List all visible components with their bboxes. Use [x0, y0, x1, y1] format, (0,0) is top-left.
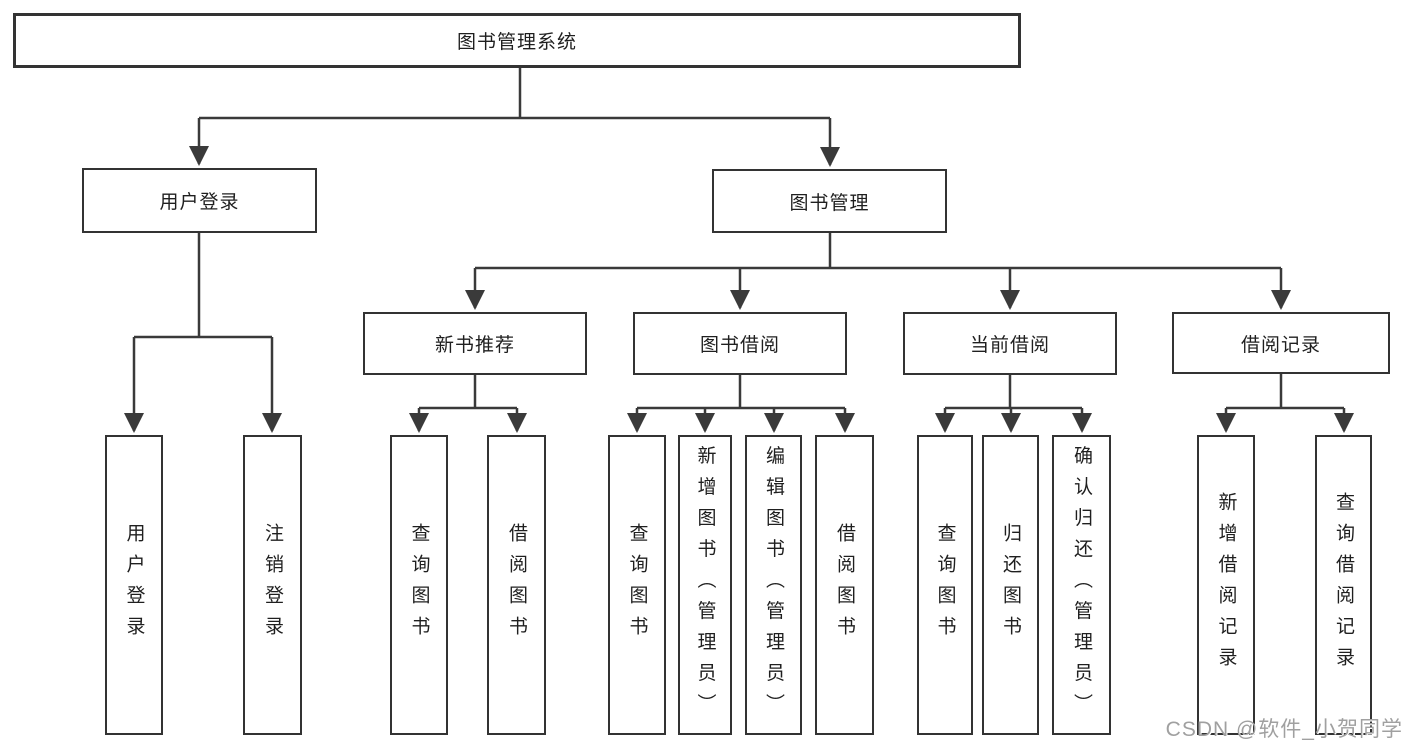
leaf-logout: 注销登录 [243, 435, 302, 735]
node-label: 当前借阅 [969, 335, 1050, 356]
leaf-label: 借阅图书 [834, 523, 855, 647]
leaf-query-books-current: 查询图书 [917, 435, 973, 735]
leaf-add-books-admin: 新增图书（管理员） [678, 435, 732, 735]
node-label: 用户登录 [159, 192, 240, 213]
node-label: 图书管理 [789, 192, 870, 214]
node-user-login: 用户登录 [82, 168, 317, 233]
leaf-label: 用户登录 [123, 523, 145, 647]
node-book-management: 图书管理 [712, 169, 947, 233]
leaf-borrow-books: 借阅图书 [815, 435, 874, 735]
leaf-return-books: 归还图书 [982, 435, 1039, 735]
leaf-label: 注销登录 [262, 523, 283, 647]
node-label: 借阅记录 [1240, 334, 1321, 356]
leaf-query-books-recommend: 查询图书 [390, 435, 448, 735]
node-label: 图书借阅 [699, 335, 780, 356]
leaf-borrow-books-recommend: 借阅图书 [487, 435, 546, 735]
leaf-label: 借阅图书 [506, 523, 527, 647]
leaf-confirm-return-admin: 确认归还（管理员） [1052, 435, 1111, 735]
leaf-add-borrow-record: 新增借阅记录 [1197, 435, 1255, 735]
leaf-label: 查询图书 [626, 523, 648, 647]
node-library-system: 图书管理系统 [13, 13, 1021, 68]
node-label: 图书管理系统 [456, 32, 577, 53]
connector-lines [134, 68, 1344, 410]
leaf-label: 编辑图书（管理员） [763, 445, 784, 725]
leaf-label: 查询图书 [934, 523, 956, 647]
leaf-label: 新增图书（管理员） [694, 445, 716, 725]
leaf-query-borrow-record: 查询借阅记录 [1315, 435, 1372, 735]
leaf-label: 确认归还（管理员） [1071, 445, 1092, 725]
csdn-watermark: CSDN @软件_小贺同学 [1165, 718, 1403, 741]
leaf-user-login: 用户登录 [105, 435, 163, 735]
leaf-label: 归还图书 [1000, 523, 1021, 647]
leaf-query-books-borrow: 查询图书 [608, 435, 666, 735]
leaf-label: 查询图书 [408, 523, 430, 647]
leaf-label: 新增借阅记录 [1215, 492, 1237, 678]
node-current-borrow: 当前借阅 [903, 312, 1117, 375]
node-label: 新书推荐 [434, 335, 515, 356]
leaf-label: 查询借阅记录 [1333, 492, 1354, 678]
node-book-borrow: 图书借阅 [633, 312, 847, 375]
leaf-edit-books-admin: 编辑图书（管理员） [745, 435, 802, 735]
node-new-book-recommend: 新书推荐 [363, 312, 587, 375]
node-borrow-records: 借阅记录 [1172, 312, 1390, 374]
